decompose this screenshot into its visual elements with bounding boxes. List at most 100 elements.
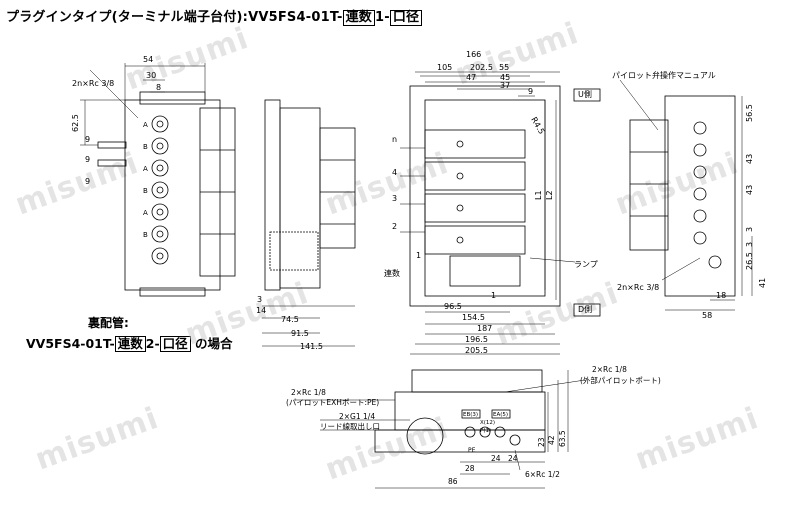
side-dim-74-5: 74.5 — [281, 315, 299, 324]
front-fitting-upper — [97, 141, 127, 149]
bottom-dim-24-left: 24 — [491, 454, 501, 463]
top-d-side: D側 — [578, 304, 592, 314]
right-dim-43-upper: 43 — [745, 154, 754, 164]
bottom-pilot-label: (外部パイロットポート) — [580, 375, 661, 385]
top-dim-l2: L2 — [545, 190, 554, 200]
bottom-ea-box — [491, 409, 511, 419]
top-dim-154-5: 154.5 — [462, 313, 485, 322]
top-dim-37: 37 — [500, 81, 510, 90]
u-side-box — [573, 88, 601, 102]
bottom-dim-63-5: 63.5 — [558, 430, 567, 447]
top-rensu-label: 連数 — [384, 268, 400, 278]
right-dim-58: 58 — [702, 311, 712, 320]
front-port-b2: B — [143, 187, 148, 195]
front-dim-54: 54 — [143, 55, 153, 64]
bottom-pilot-port: 2×Rc 1/8 — [592, 365, 627, 374]
bottom-ports — [464, 426, 521, 446]
side-terminal-plate — [264, 99, 281, 291]
d-side-box — [573, 303, 601, 317]
side-valve — [319, 127, 356, 249]
bottom-pe-port: 2×Rc 1/8 — [291, 388, 326, 397]
front-port-b1: B — [143, 143, 148, 151]
top-dim-r4-5: R4.5 — [529, 116, 546, 136]
right-dim-3-lower: 3 — [745, 242, 754, 247]
top-end-block — [449, 255, 521, 287]
top-lamp-label: ランプ — [574, 260, 598, 269]
subline-box-rensu: 連数 — [114, 336, 146, 352]
watermark-3: misumi — [11, 146, 144, 223]
side-terminal-block — [269, 231, 319, 271]
side-dim-91-5: 91.5 — [291, 329, 309, 338]
subline-box-kouke: 口径 — [159, 336, 191, 352]
side-dim-141-5: 141.5 — [300, 342, 323, 351]
top-dim-166: 166 — [466, 50, 481, 59]
bottom-lead-label: リード線取出し口 — [320, 421, 380, 431]
front-dim-62-5: 62.5 — [71, 114, 80, 132]
front-top-cap — [139, 91, 206, 105]
right-dim-26-5: 26.5 — [745, 252, 754, 270]
right-dim-43-lower: 43 — [745, 185, 754, 195]
top-dim-9: 9 — [528, 87, 533, 96]
right-dim-3-upper: 3 — [745, 227, 754, 232]
title-mid: 1- — [374, 10, 390, 25]
front-fitting-lower — [97, 159, 127, 167]
bottom-dim-42: 42 — [547, 435, 556, 445]
bottom-g-port: 2×G1 1/4 — [339, 412, 375, 421]
watermark-10: misumi — [631, 401, 764, 478]
front-bottom-cap — [139, 287, 206, 297]
right-valves — [629, 119, 669, 251]
subline-suffix: の場合 — [195, 336, 233, 351]
bottom-p-label: P(1) — [480, 428, 491, 434]
top-dim-96-5: 96.5 — [444, 302, 462, 311]
front-dim-9-upper: 9 — [85, 135, 90, 144]
side-view: 3 14 74.5 91.5 141.5 — [256, 99, 356, 351]
front-ports — [151, 115, 169, 265]
top-dim-202-5: 202.5 — [470, 63, 493, 72]
right-dim-56-5: 56.5 — [745, 104, 754, 122]
top-dim-l1: L1 — [534, 190, 543, 200]
top-station-4: 4 — [392, 168, 397, 177]
title-prefix: プラグインタイプ(ターミナル端子台付):VV5FS4-01T- — [6, 10, 343, 25]
front-dim-30: 30 — [146, 71, 156, 80]
side-body — [279, 107, 321, 289]
front-port-callout: 2n×Rc 3/8 — [72, 79, 114, 88]
bottom-eb-box — [461, 409, 481, 419]
top-dim-55: 55 — [499, 63, 509, 72]
right-body — [664, 95, 736, 297]
bottom-pe-label: (パイロットEXHポート:PE) — [286, 398, 379, 407]
rear-piping-title: 裏配管: — [88, 316, 129, 330]
right-view: パイロット弁操作マニュアル 56.5 43 43 3 3 26.5 41 2n×… — [612, 70, 767, 320]
top-dim-196-5: 196.5 — [465, 335, 488, 344]
bottom-dim-86: 86 — [448, 477, 458, 486]
watermarks: misumi misumi misumi misumi misumi misum… — [11, 16, 764, 488]
front-dim-9-lower: 9 — [85, 155, 90, 164]
right-dim-41: 41 — [758, 278, 767, 288]
bottom-dim-28: 28 — [465, 464, 475, 473]
bottom-ea-label: EA(5) — [493, 412, 508, 418]
right-port-callout: 2n×Rc 3/8 — [617, 283, 659, 292]
watermark-7: misumi — [491, 276, 624, 353]
top-dim-47: 47 — [466, 73, 476, 82]
bottom-pe-marker: PE — [468, 447, 476, 454]
top-dim-205-5: 205.5 — [465, 346, 488, 355]
top-dim-105: 105 — [437, 63, 452, 72]
top-dim-1: 1 — [491, 291, 496, 300]
front-dim-8: 8 — [156, 83, 161, 92]
top-u-side: U側 — [578, 89, 592, 99]
top-station-1: 1 — [416, 251, 421, 260]
watermark-1: misumi — [121, 21, 254, 98]
watermark-4: misumi — [321, 146, 454, 223]
front-port-a3: A — [143, 209, 148, 217]
side-dim-3: 3 — [257, 295, 262, 304]
bottom-dim-23: 23 — [537, 437, 546, 447]
front-view: A B A B A B 54 30 8 2n×Rc 3/8 62.5 — [71, 55, 236, 297]
top-outer-frame — [409, 85, 561, 307]
bottom-top-body — [411, 369, 543, 393]
title-box-kouke: 口径 — [389, 10, 423, 26]
bottom-eb-label: EB(3) — [463, 412, 478, 418]
bottom-view: 2×Rc 1/8 (パイロットEXHポート:PE) 2×G1 1/4 リード線取… — [286, 365, 661, 489]
bottom-lead-outlet — [406, 417, 444, 455]
subline-prefix: VV5FS4-01T- — [26, 336, 115, 351]
